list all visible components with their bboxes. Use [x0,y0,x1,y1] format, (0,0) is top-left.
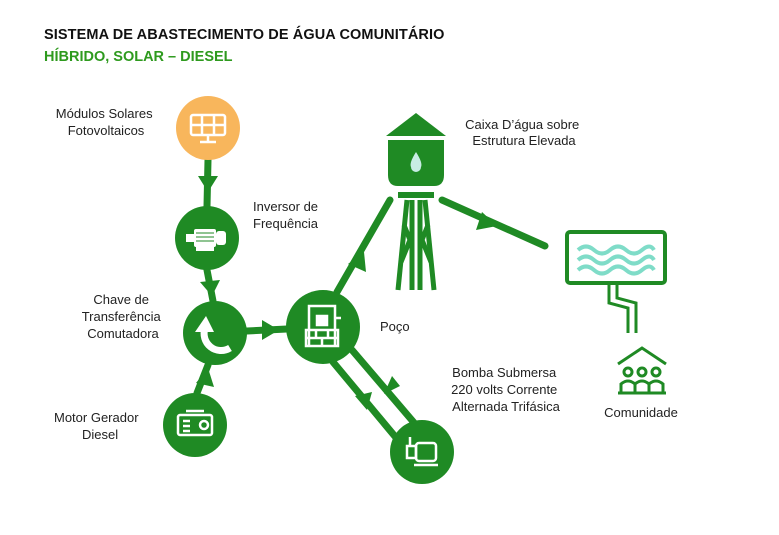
pump-to-well-line [348,346,420,429]
solar-node [176,96,240,160]
well-to-tower-line [333,196,394,296]
switch-label: Chave de Transferência Comutadora [82,292,165,341]
well-icon [304,304,341,348]
water-tower-icon [386,113,446,291]
generator-icon [176,409,214,437]
motor-icon [186,229,226,251]
solar-label: Módulos Solares Fotovoltaicos [56,106,156,138]
arrow-up-right-icon [348,252,366,272]
inverter-label: Inversor de Frequência [253,199,322,231]
generator-node [163,393,227,457]
well-node [286,290,360,364]
arrow-up-icon [196,368,214,387]
reservoir-icon [565,230,667,333]
flow-arrows [196,176,497,410]
arrow-right-icon [476,212,497,230]
community-label: Comunidade [604,405,678,420]
solar-panel-icon [189,113,227,144]
pump-icon [405,437,438,467]
diagram-title: SISTEMA DE ABASTECIMENTO DE ÁGUA COMUNIT… [44,27,445,43]
tower-label: Caixa D’água sobre Estrutura Elevada [465,117,583,148]
pump-label: Bomba Submersa 220 volts Corrente Altern… [451,365,561,414]
connectors [193,156,549,444]
well-label: Poço [380,319,410,334]
diagram-subtitle: HÍBRIDO, SOLAR – DIESEL [44,49,233,65]
arrow-right-icon [262,320,279,340]
arrow-down-icon [355,392,372,410]
switch-arrow-icon [195,316,232,355]
arrow-down-icon [200,280,220,296]
community-icon [617,346,667,395]
arrow-down-icon [198,176,218,192]
switch-node [183,301,247,365]
pump-node [390,420,454,484]
generator-label: Motor Gerador Diesel [54,410,142,442]
arrow-up-icon [384,376,400,394]
